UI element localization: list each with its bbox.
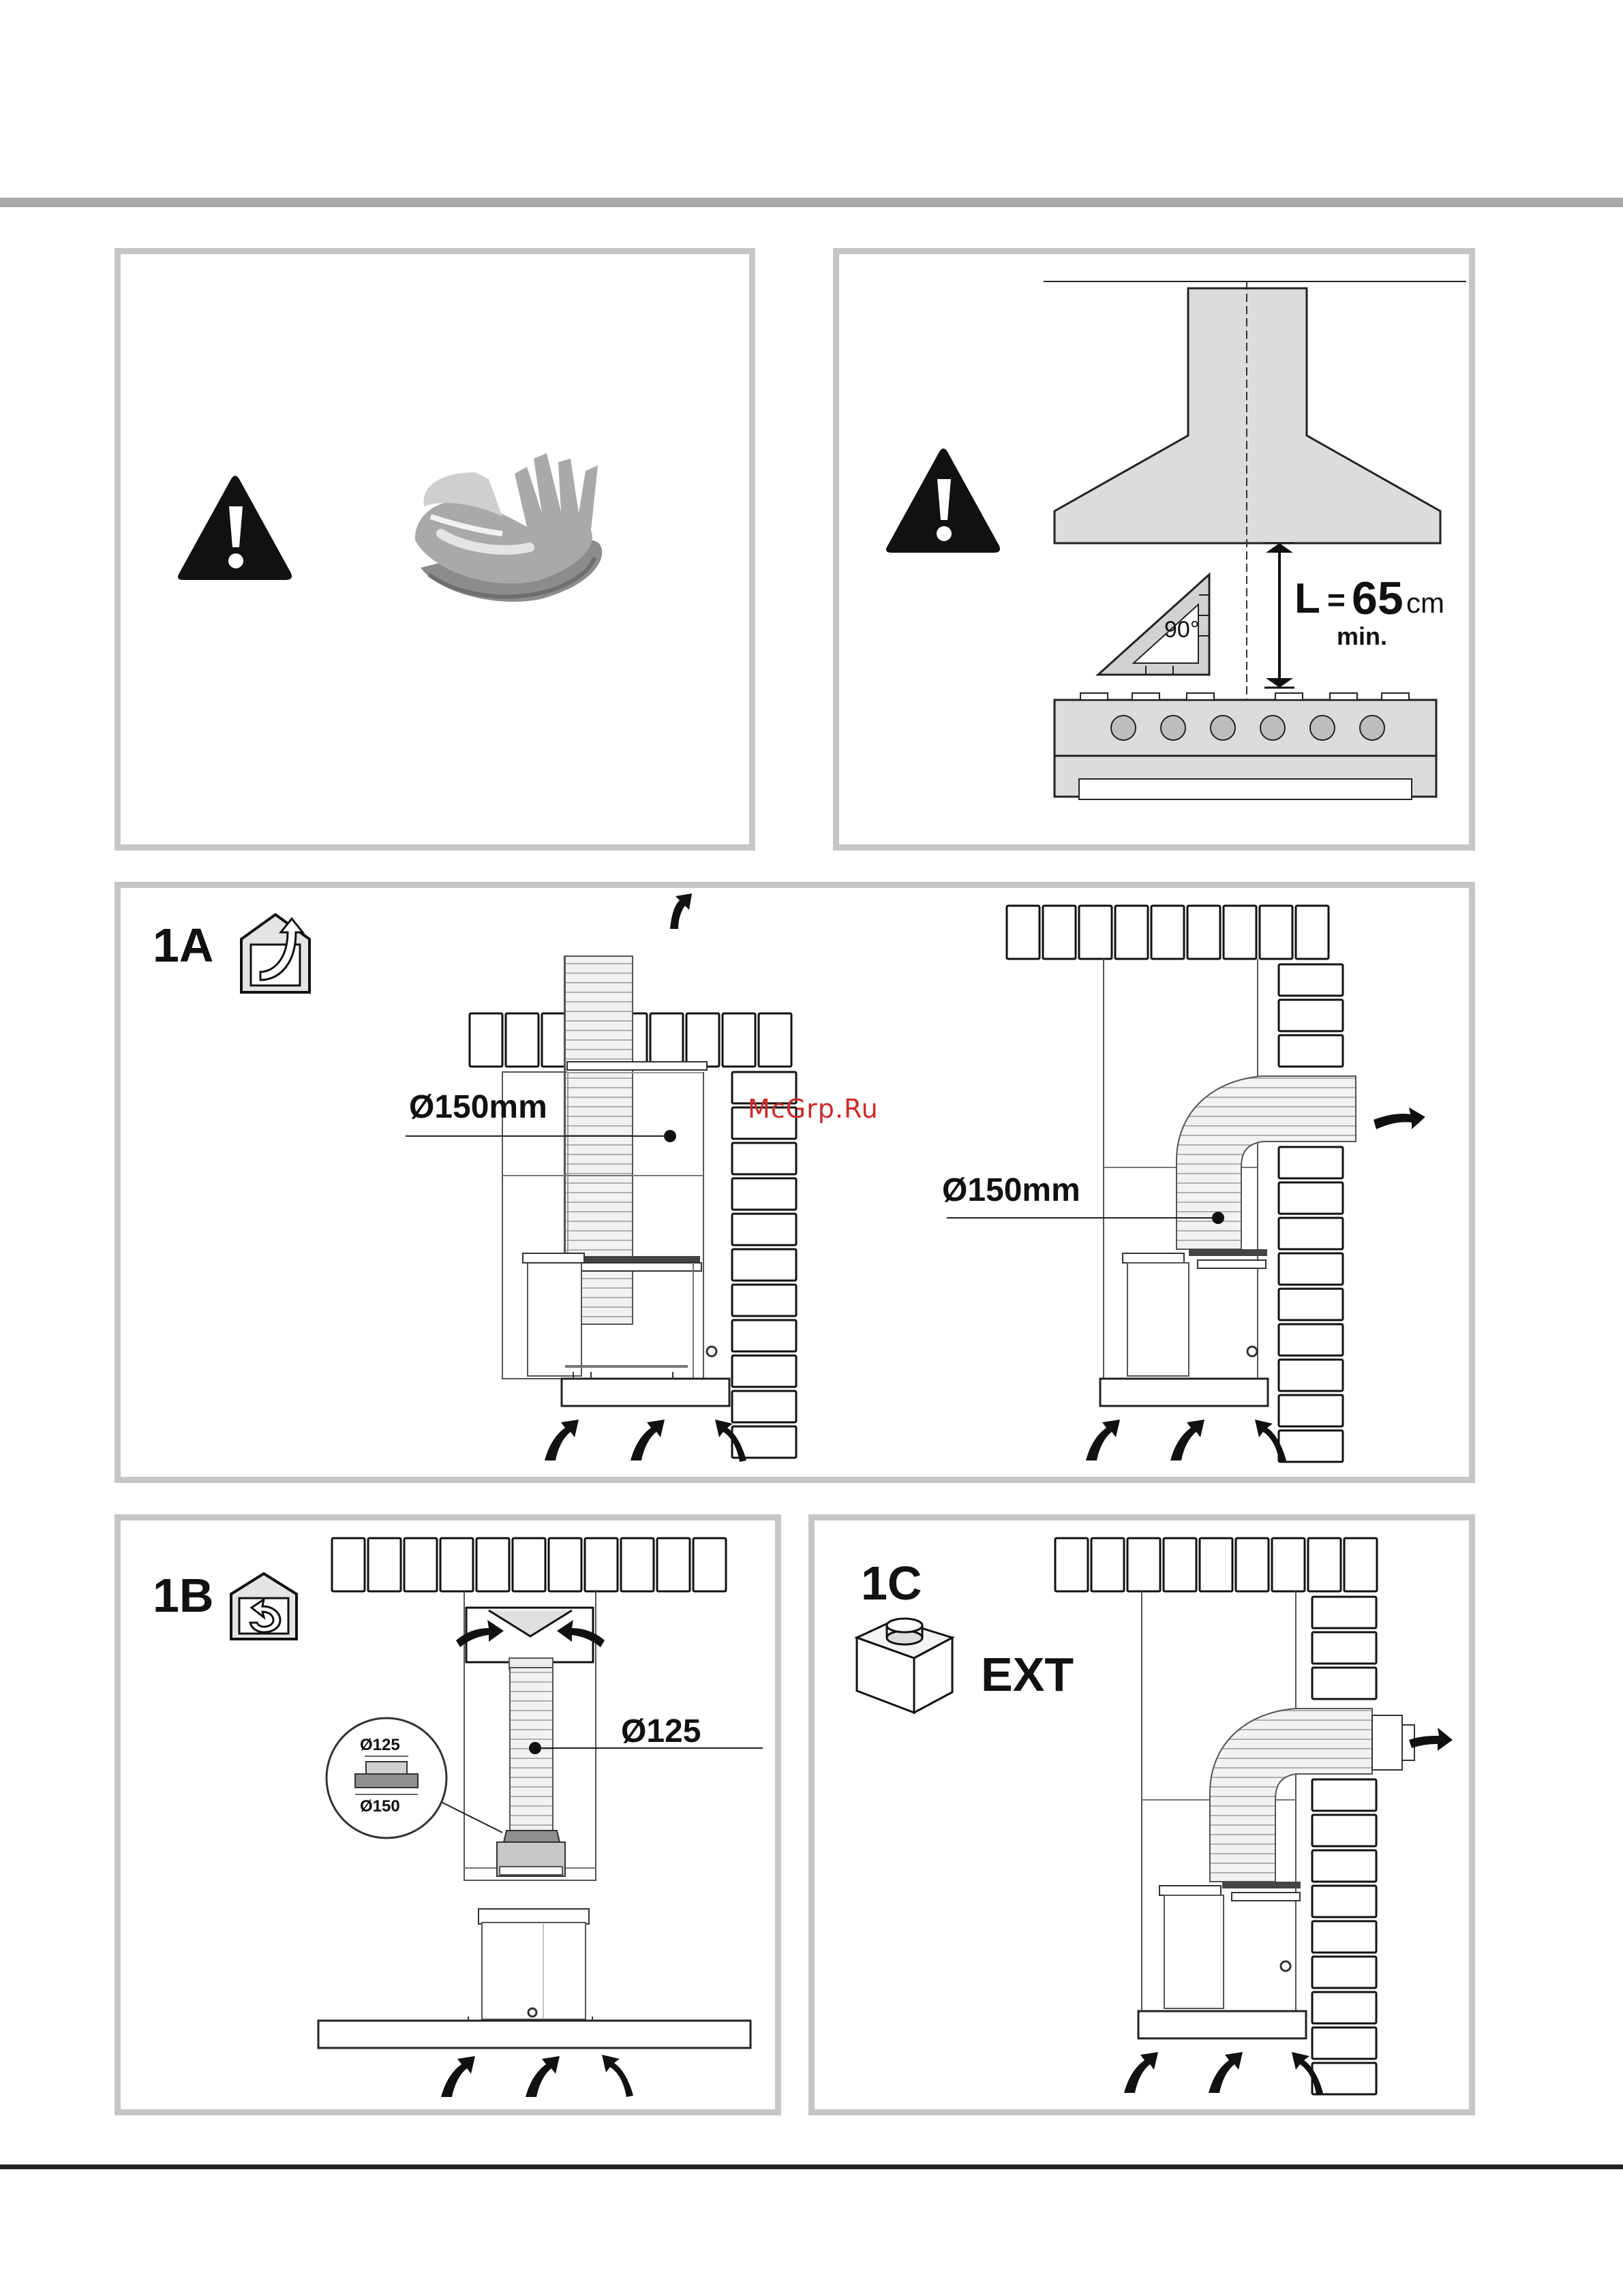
adapter-bottom-diameter: Ø150 (360, 1797, 400, 1816)
distance-qualifier: min. (1337, 622, 1387, 651)
warning-triangle-icon (886, 448, 1000, 553)
left-installation-drawing (406, 893, 796, 1462)
watermark: McGrp.Ru (748, 1094, 879, 1124)
installation-drawing (318, 1538, 763, 2097)
panel-warning-gloves (115, 248, 755, 851)
panel-mounting-distance: 90° L = 65 cm min. (833, 248, 1475, 851)
panel-1c-label: 1C (861, 1556, 922, 1610)
protective-gloves-icon (415, 453, 602, 602)
warning-triangle-icon (178, 476, 292, 580)
distance-equals: = (1327, 581, 1346, 618)
panel-1c-external-motor: 1C EXT (808, 1514, 1475, 2115)
panel-1b-recirculation: 1B Ø125 Ø125 Ø150 (115, 1514, 781, 2115)
installation-drawing (1055, 1538, 1453, 2094)
panel-1a-extraction: 1A Ø150mm Ø150mm McGrp.Ru (115, 882, 1475, 1483)
cooker-drawing (1055, 693, 1436, 799)
set-square-angle: 90° (1164, 617, 1199, 643)
right-duct-diameter: Ø150mm (942, 1172, 1080, 1209)
footer-rule (0, 2164, 1623, 2169)
house-recirculation-icon (231, 1574, 297, 1639)
header-rule (0, 198, 1623, 207)
panel-1b-label: 1B (153, 1568, 213, 1623)
distance-value: 65 (1352, 572, 1404, 625)
left-duct-diameter: Ø150mm (409, 1088, 547, 1126)
distance-prefix: L (1294, 575, 1320, 623)
duct-diameter: Ø125 (621, 1713, 701, 1750)
adapter-top-diameter: Ø125 (360, 1736, 400, 1755)
mode-text: EXT (981, 1647, 1074, 1702)
panel-1a-label: 1A (153, 918, 213, 973)
house-extraction-icon (241, 915, 309, 992)
distance-unit: cm (1406, 587, 1444, 619)
external-motor-box-icon (857, 1619, 952, 1713)
reduction-adapter-inset (327, 1718, 502, 1838)
